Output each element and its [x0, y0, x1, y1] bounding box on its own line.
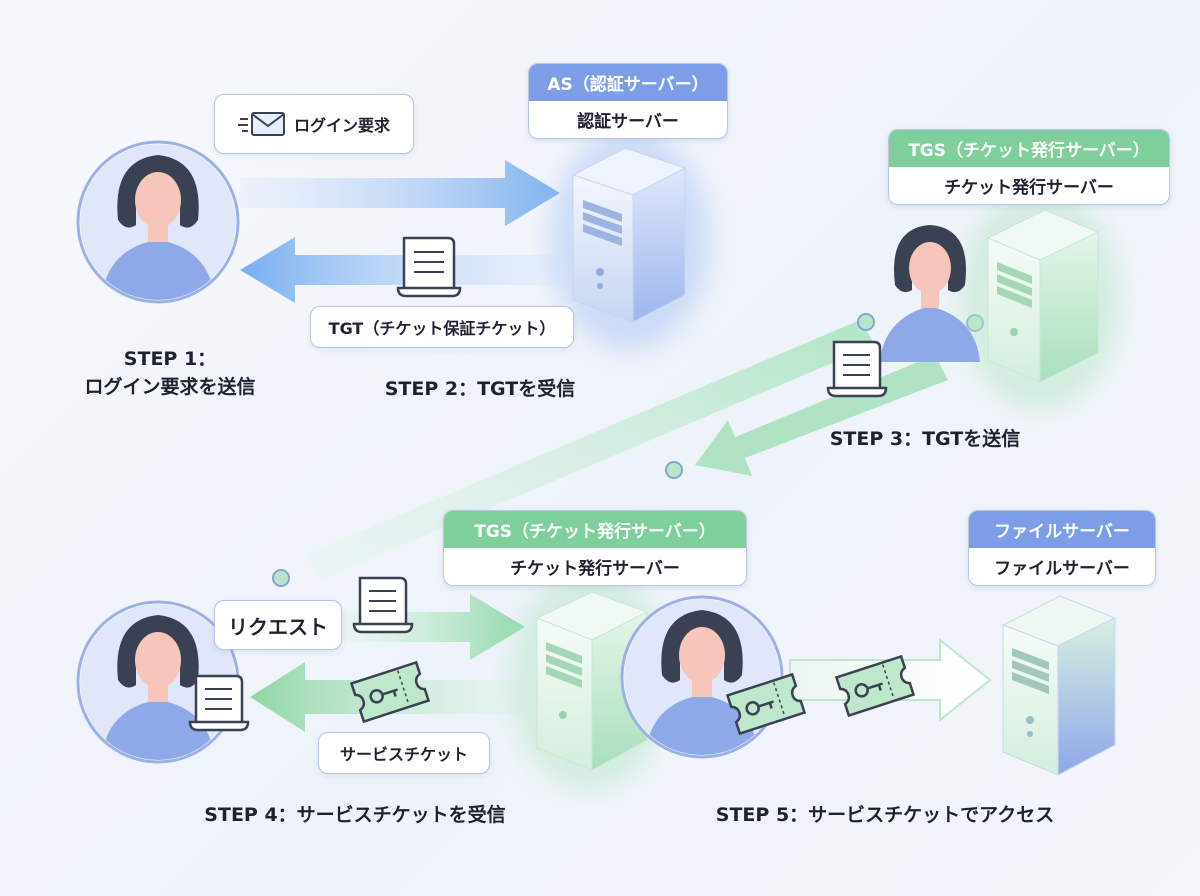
ticket-key-icon — [725, 672, 807, 736]
file-server-title: ファイルサーバー — [969, 511, 1155, 548]
envelope-icon — [237, 112, 285, 136]
ticket-key-icon — [349, 660, 431, 724]
arrow-request-to-tgs — [340, 594, 525, 660]
as-server-subtitle: 認証サーバー — [577, 112, 679, 132]
login-request-bubble: ログイン要求 — [214, 94, 414, 154]
user-avatar-step3 — [880, 225, 980, 362]
request-text: リクエスト — [228, 614, 328, 639]
login-request-text: ログイン要求 — [293, 116, 390, 135]
step3-label: STEP 3：TGTを送信 — [829, 428, 1021, 450]
file-server-icon — [1001, 595, 1117, 776]
document-icon — [396, 236, 462, 298]
file-server-label: ファイルサーバー ファイルサーバー — [968, 510, 1156, 586]
file-server-subtitle: ファイルサーバー — [994, 559, 1130, 579]
as-server-icon — [550, 130, 710, 350]
as-server-title: AS（認証サーバー） — [529, 64, 727, 101]
tgs-top-server-title: TGS（チケット発行サーバー） — [889, 130, 1169, 167]
service-ticket-bubble: サービスチケット — [318, 732, 490, 774]
as-server-label: AS（認証サーバー） 認証サーバー — [528, 63, 728, 139]
tgt-text: TGT（チケット保証チケット） — [328, 319, 556, 338]
step5-label: STEP 5：サービスチケットでアクセス — [715, 804, 1055, 826]
arrow-tgt-to-user — [240, 237, 560, 303]
user-avatar-step1 — [76, 140, 240, 304]
step2-label: STEP 2：TGTを受信 — [384, 378, 576, 400]
tgt-bubble: TGT（チケット保証チケット） — [310, 306, 574, 348]
arrow-tgs-return — [695, 355, 948, 476]
tgs-top-server-label: TGS（チケット発行サーバー） チケット発行サーバー — [888, 129, 1170, 205]
tgs-bottom-server-label: TGS（チケット発行サーバー） チケット発行サーバー — [443, 510, 747, 586]
service-ticket-text: サービスチケット — [339, 745, 468, 764]
step1-label: STEP 1： ログイン要求を送信 — [60, 346, 280, 401]
step4-label: STEP 4：サービスチケットを受信 — [204, 804, 506, 826]
request-bubble: リクエスト — [214, 600, 342, 650]
document-icon — [826, 340, 888, 398]
tgs-bottom-server-subtitle: チケット発行サーバー — [510, 559, 680, 579]
step1-title: STEP 1： — [123, 348, 217, 370]
document-icon — [352, 576, 414, 634]
tgs-server-top-icon — [960, 190, 1120, 410]
tgs-server-bottom-icon — [510, 570, 670, 790]
tgs-top-server-subtitle: チケット発行サーバー — [944, 178, 1114, 198]
arrow-login-to-as — [240, 160, 560, 226]
tgs-bottom-server-title: TGS（チケット発行サーバー） — [444, 511, 746, 548]
document-icon — [188, 674, 250, 732]
step1-description: ログイン要求を送信 — [84, 375, 256, 398]
ticket-key-icon — [834, 654, 916, 718]
